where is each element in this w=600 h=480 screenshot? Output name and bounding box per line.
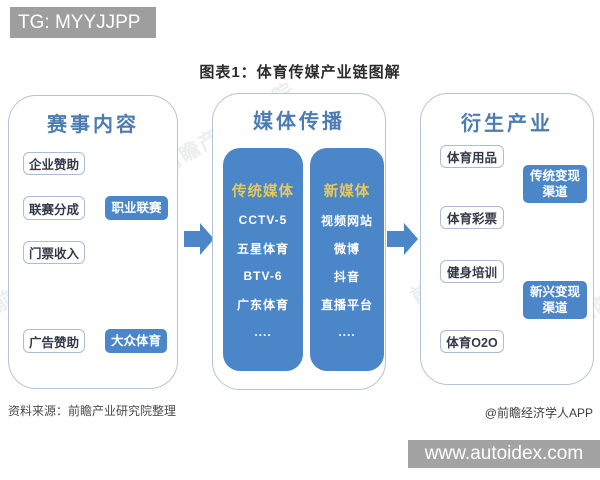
media-item: 视频网站 xyxy=(320,213,373,228)
flow-arrow-media-to-derived xyxy=(387,223,418,255)
node-ad-sponsorship: 广告赞助 xyxy=(23,329,85,353)
panel-title-derived: 衍生产业 xyxy=(461,113,553,135)
node-traditional-channel: 传统变现渠道 xyxy=(523,165,587,203)
node-sports-lottery: 体育彩票 xyxy=(440,206,504,229)
node-sporting-goods: 体育用品 xyxy=(440,145,504,168)
node-emerging-channel: 新兴变现渠道 xyxy=(523,281,587,319)
media-item: CCTV-5 xyxy=(238,213,288,227)
node-professional-league: 职业联赛 xyxy=(105,196,168,220)
column-header-traditional: 传统媒体 xyxy=(232,183,294,200)
panel-title-events: 赛事内容 xyxy=(47,114,139,136)
node-enterprise-sponsorship: 企业赞助 xyxy=(23,152,85,175)
media-item: 广东体育 xyxy=(236,297,289,312)
node-sports-o2o: 体育O2O xyxy=(440,330,504,353)
page-title: 图表1：体育传媒产业链图解 xyxy=(199,64,401,81)
credit-note: @前瞻经济学人APP xyxy=(484,406,593,420)
node-fitness-training: 健身培训 xyxy=(440,260,504,283)
panel-title-media: 媒体传播 xyxy=(253,111,345,133)
node-mass-sports: 大众体育 xyxy=(105,329,167,353)
column-new-media: 新媒体 视频网站 微博 抖音 直播平台 .... xyxy=(310,148,384,371)
column-header-new-media: 新媒体 xyxy=(323,183,371,200)
media-item: 微博 xyxy=(333,241,360,256)
media-item: 抖音 xyxy=(333,269,360,284)
media-item: BTV-6 xyxy=(243,269,283,283)
tg-badge: TG: MYYJJPP xyxy=(10,7,156,38)
column-traditional-media: 传统媒体 CCTV-5 五星体育 BTV-6 广东体育 .... xyxy=(223,148,303,371)
url-watermark-bar: www.autoidex.com xyxy=(408,440,600,468)
media-item: 直播平台 xyxy=(320,297,373,312)
node-league-share: 联赛分成 xyxy=(23,196,85,220)
media-item: .... xyxy=(338,325,356,339)
media-item: 五星体育 xyxy=(236,241,289,256)
flow-arrow-left-to-media xyxy=(184,223,214,255)
media-item: .... xyxy=(254,325,272,339)
node-ticket-revenue: 门票收入 xyxy=(23,241,85,264)
data-source-note: 资料来源：前瞻产业研究院整理 xyxy=(8,404,177,418)
